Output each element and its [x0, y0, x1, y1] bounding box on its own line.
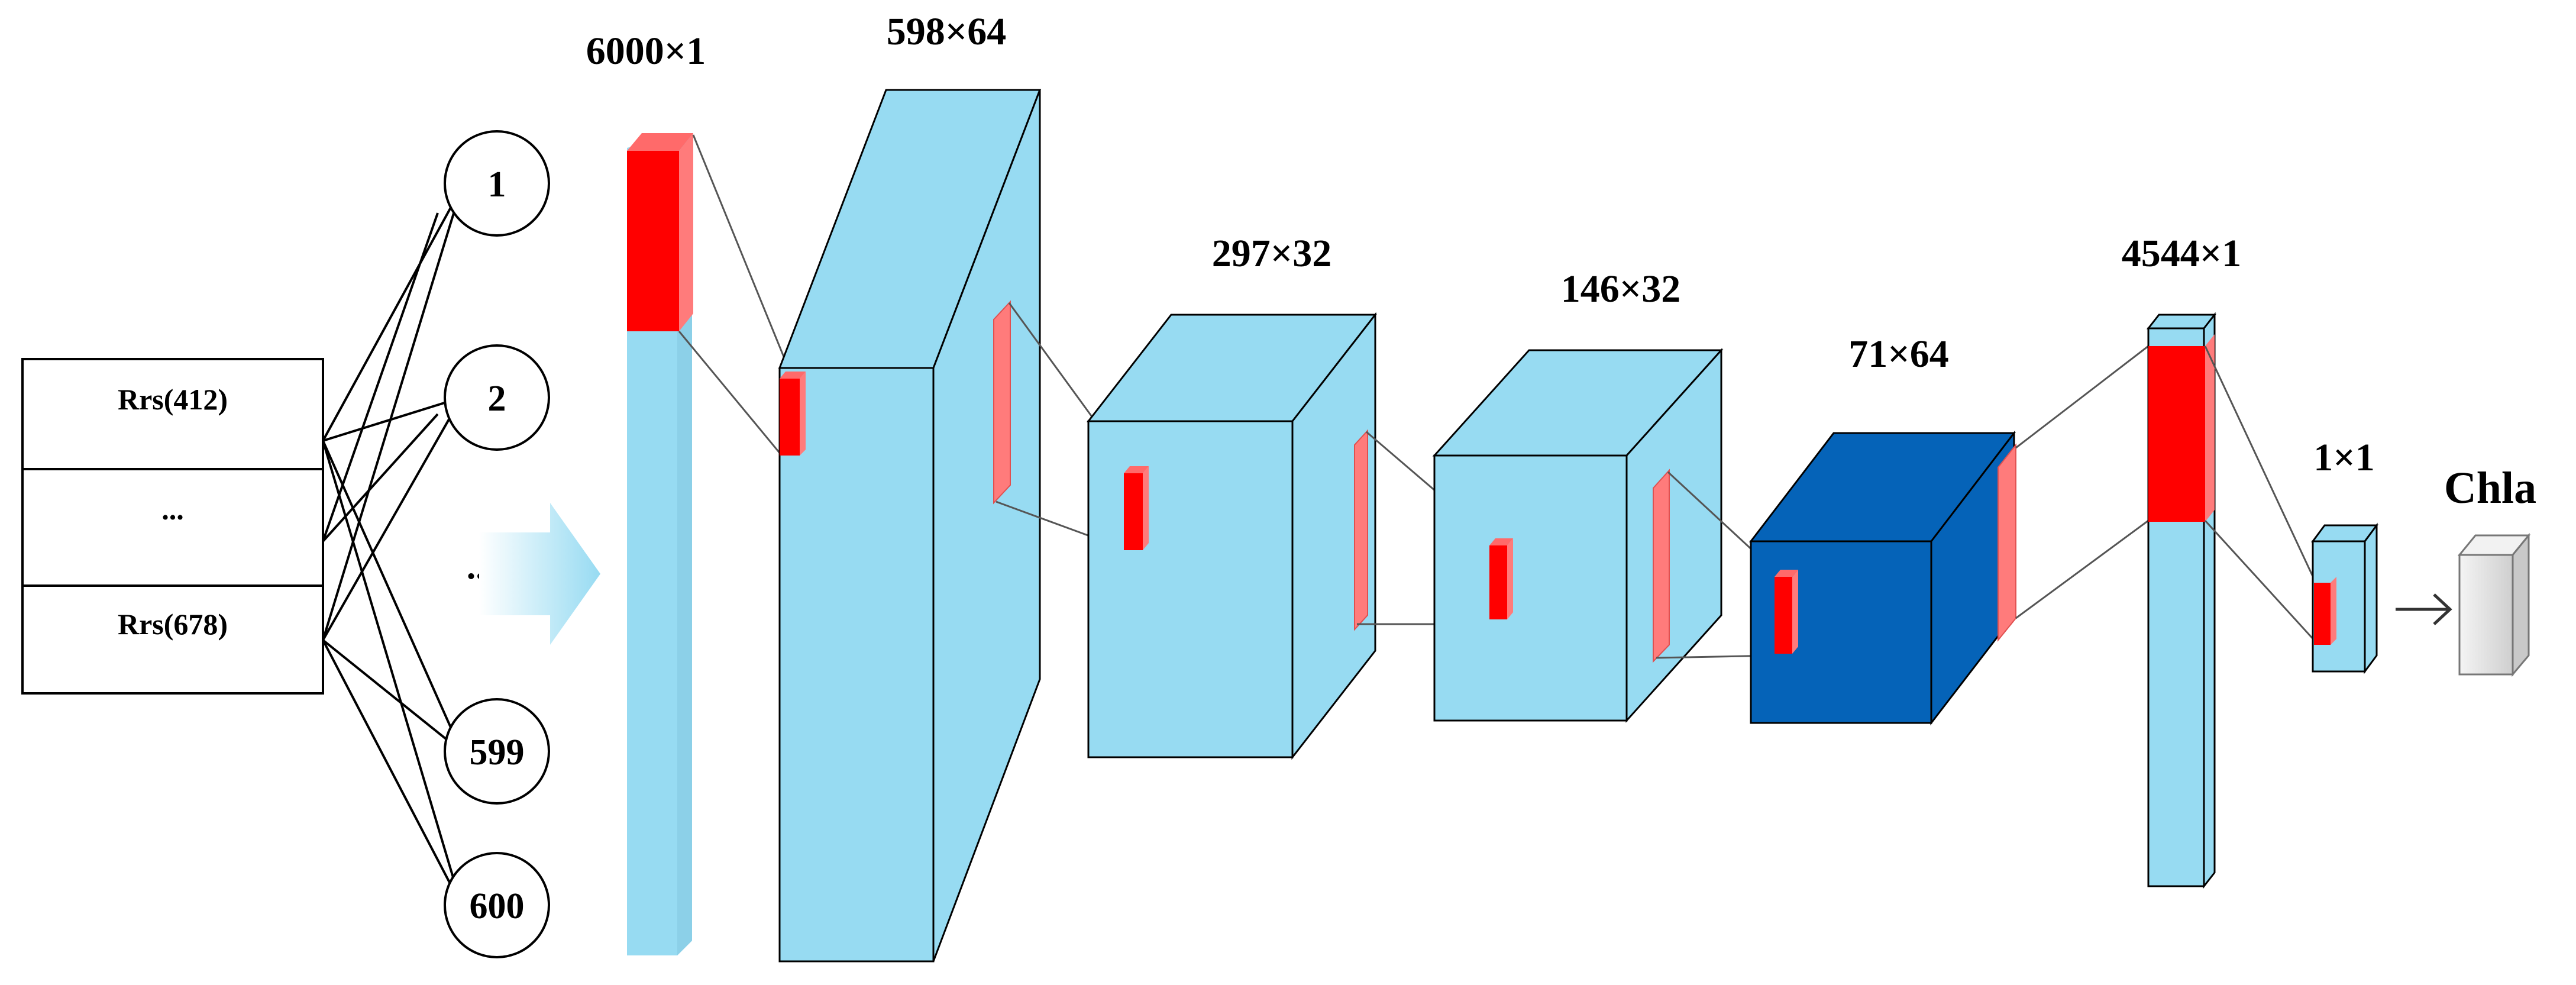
neuron-label: 600	[470, 886, 525, 926]
neuron-label: 599	[470, 732, 525, 773]
conv3-layer: 146×32	[1432, 267, 1724, 723]
neuron-label: 2	[488, 379, 506, 419]
input-vector-layer: 6000×1	[586, 30, 706, 955]
flatten-dim-label: 4544×1	[2122, 232, 2242, 275]
flatten-layer: 4544×1	[2122, 232, 2242, 889]
dense-output-layer: 1×1	[2311, 436, 2378, 674]
neuron-label: 1	[488, 164, 506, 205]
neuron-600: 600	[444, 852, 550, 958]
dense-dim-label: 1×1	[2313, 436, 2375, 479]
neuron-599: 599	[444, 698, 550, 805]
output-label: Chla	[2444, 463, 2536, 513]
input-row-last: Rrs(678)	[118, 608, 228, 641]
kernel-connections-6	[2204, 345, 2317, 643]
neuron-1: 1	[444, 130, 550, 237]
output-arrow-icon	[2396, 593, 2452, 625]
input-row-first: Rrs(412)	[118, 383, 228, 416]
conv1-dim-label: 598×64	[887, 10, 1007, 53]
output-box: Chla	[2444, 463, 2536, 677]
neuron-2: 2	[444, 344, 550, 451]
flow-arrow-icon	[479, 503, 600, 645]
conv4-dim-label: 71×64	[1848, 332, 1949, 376]
conv2-dim-label: 297×32	[1212, 232, 1332, 275]
kernel-connections-5	[2015, 345, 2149, 619]
input-vector-dim-label: 6000×1	[586, 30, 706, 73]
conv4-layer: 71×64	[1748, 332, 2016, 726]
input-connections	[322, 188, 463, 906]
conv1-layer: 598×64	[778, 10, 1042, 963]
input-row-ellipsis: ...	[161, 493, 184, 526]
conv2-layer: 297×32	[1086, 232, 1378, 760]
neuron-column: 1 2 ... 599 600	[444, 130, 550, 958]
conv3-dim-label: 146×32	[1561, 267, 1681, 311]
input-table-frame	[21, 358, 324, 695]
kernel-connections-1	[678, 134, 791, 455]
input-table: Rrs(412) ... Rrs(678)	[21, 358, 324, 695]
